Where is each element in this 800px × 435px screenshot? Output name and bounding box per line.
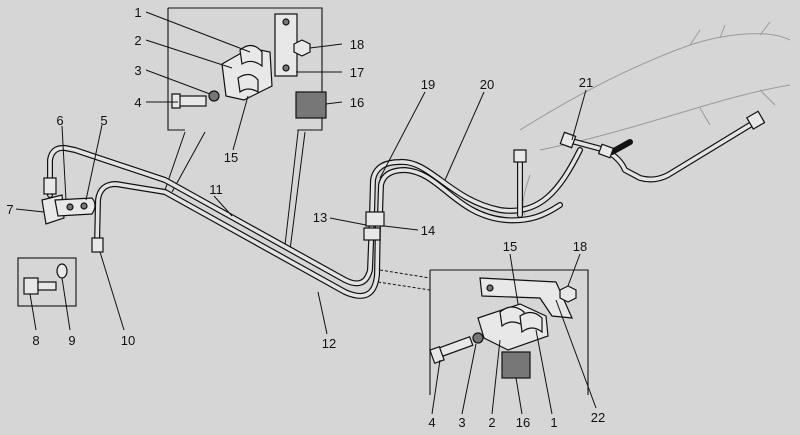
callout-12: 12 [322, 336, 336, 351]
callout-1-bottom: 1 [550, 415, 557, 430]
callout-2-top: 2 [134, 33, 141, 48]
callout-17: 17 [350, 65, 364, 80]
callout-5: 5 [100, 113, 107, 128]
connector-block-7 [41, 194, 96, 225]
callout-8: 8 [32, 333, 39, 348]
callout-7: 7 [6, 202, 13, 217]
bolt-8 [23, 277, 57, 295]
callout-18-bottom: 18 [573, 239, 587, 254]
washer-9 [56, 263, 68, 279]
callout-3-top: 3 [134, 63, 141, 78]
callout-20: 20 [480, 77, 494, 92]
callout-labels: 1 2 3 4 18 17 16 15 6 5 7 11 19 20 21 13… [6, 5, 605, 430]
pipe-line-21 [565, 119, 758, 183]
pipe-line-11-12 [47, 144, 381, 299]
callout-6: 6 [56, 113, 63, 128]
lower-clamp-assembly [429, 277, 577, 379]
callout-18-top: 18 [350, 37, 364, 52]
pipe-line-19-20 [369, 147, 583, 224]
fittings [43, 110, 766, 253]
callout-4-top: 4 [134, 95, 141, 110]
upper-clamp-assembly [171, 13, 327, 119]
upper-detail-frame [167, 7, 323, 132]
leader-lines [15, 11, 597, 415]
callout-2-bottom: 2 [488, 415, 495, 430]
callout-10: 10 [121, 333, 135, 348]
background-engine-outline [519, 21, 791, 216]
callout-9: 9 [68, 333, 75, 348]
callout-3-bottom: 3 [458, 415, 465, 430]
callout-16-bottom: 16 [516, 415, 530, 430]
callout-14: 14 [421, 223, 435, 238]
projection-lines [164, 131, 431, 291]
callout-22: 22 [591, 410, 605, 425]
callout-11: 11 [209, 182, 223, 197]
lower-detail-frame [429, 269, 589, 395]
bolt-inset-frame [17, 257, 77, 307]
callout-15-bottom: 15 [503, 239, 517, 254]
callout-1-top: 1 [134, 5, 141, 20]
callout-21: 21 [579, 75, 593, 90]
callout-4-bottom: 4 [428, 415, 435, 430]
callout-13: 13 [313, 210, 327, 225]
callout-15-top: 15 [224, 150, 238, 165]
callout-16-top: 16 [350, 95, 364, 110]
callout-19: 19 [421, 77, 435, 92]
